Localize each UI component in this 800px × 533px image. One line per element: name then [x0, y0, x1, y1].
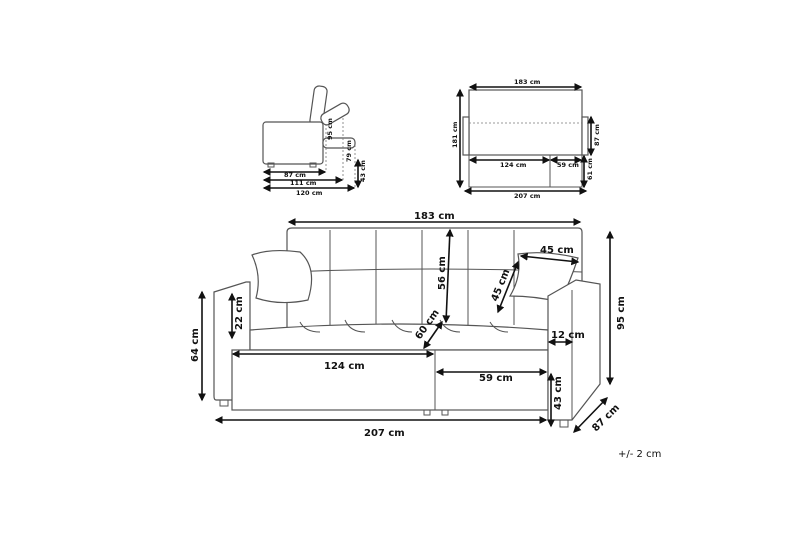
side-foot	[309, 162, 317, 168]
total-height-label: 95 cm	[616, 296, 627, 330]
total-width-label: 207 cm	[364, 428, 405, 439]
tolerance-note: +/- 2 cm	[618, 449, 661, 460]
side-back-label: 95 cm	[326, 118, 334, 140]
top-left-section-label: 124 cm	[500, 161, 527, 169]
side-body	[262, 121, 324, 165]
right-seat-label: 59 cm	[479, 373, 513, 384]
top-right-section-label: 59 cm	[557, 161, 579, 169]
arm-height-label: 64 cm	[190, 328, 201, 362]
side-reclined-depth-label: 111 cm	[290, 179, 317, 187]
front-view: 183 cm 45 cm 56 cm 45 cm 95 cm 22 cm 64 …	[190, 211, 627, 439]
total-depth-label: 87 cm	[590, 402, 622, 434]
seat-height-label: 43 cm	[553, 376, 564, 410]
side-reclined-back	[320, 102, 350, 126]
top-depth-label: 87 cm	[593, 124, 601, 146]
side-extended-label: 79 cm	[345, 140, 353, 162]
back-height-label: 56 cm	[437, 256, 448, 290]
side-seat-height-label: 43 cm	[359, 160, 367, 182]
arm-width-label: 12 cm	[551, 330, 585, 341]
top-extension-label: 61 cm	[586, 158, 594, 180]
side-extension	[322, 137, 356, 149]
foot	[423, 409, 431, 416]
foot	[559, 419, 569, 428]
top-left-arm	[462, 116, 470, 156]
left-pillow	[251, 249, 313, 304]
top-total-width-label: 207 cm	[514, 192, 541, 200]
arm-above-seat-label: 22 cm	[234, 296, 245, 330]
top-bed-length-label: 181 cm	[451, 121, 459, 148]
top-width-label: 183 cm	[514, 78, 541, 86]
top-view: 183 cm 181 cm 87 cm 61 cm 124 cm 59 cm 2…	[451, 78, 601, 200]
seat-front	[231, 349, 549, 411]
side-view: 87 cm 111 cm 120 cm 95 cm 79 cm 43 cm	[262, 85, 367, 197]
side-bed-depth-label: 120 cm	[296, 189, 323, 197]
cushion-width-label: 45 cm	[540, 245, 574, 256]
side-foot	[267, 162, 275, 168]
back-width-label: 183 cm	[414, 211, 455, 222]
top-seat	[468, 89, 583, 156]
foot	[219, 399, 229, 407]
left-seat-label: 124 cm	[324, 361, 365, 372]
side-depth-label: 87 cm	[284, 171, 306, 179]
foot	[441, 409, 449, 416]
top-right-arm	[581, 116, 589, 156]
